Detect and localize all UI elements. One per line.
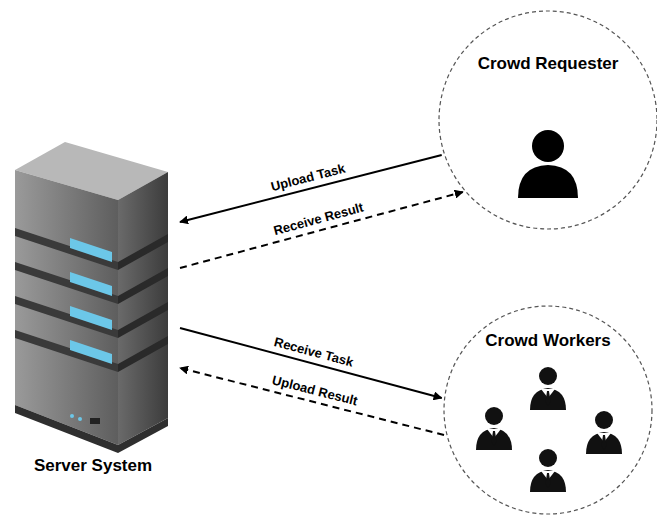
server-node: Server System <box>8 140 178 480</box>
edge-label: Receive Result <box>270 199 367 239</box>
requester-icon <box>518 130 578 198</box>
node-title: Server System <box>34 456 152 476</box>
server-rack <box>15 142 168 453</box>
edge-label: Upload Result <box>269 372 361 409</box>
connector-arrow <box>180 368 444 435</box>
node-title: Crowd Workers <box>485 331 610 351</box>
workers-circle: Crowd Workers <box>443 305 653 515</box>
node-title: Crowd Requester <box>478 54 619 74</box>
requester-circle: Crowd Requester <box>438 10 657 230</box>
worker-icons <box>476 367 622 492</box>
dashed-circle <box>438 10 657 230</box>
connector-arrow <box>180 192 463 268</box>
